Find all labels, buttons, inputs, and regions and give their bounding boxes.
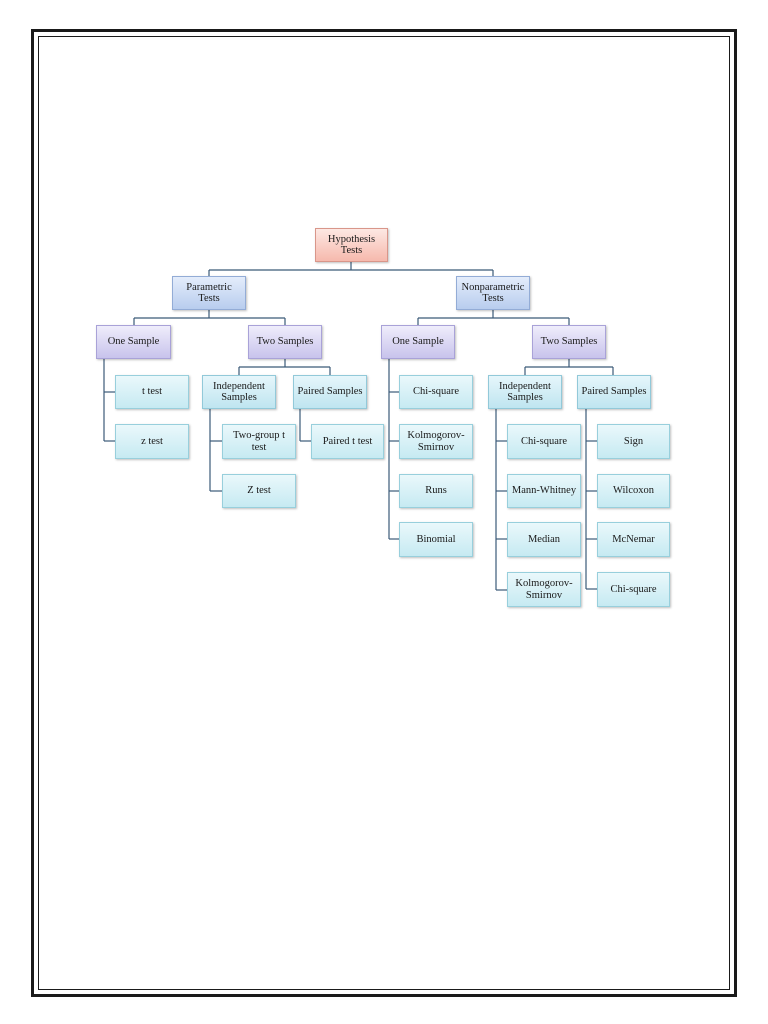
node-label: One Sample [392,336,444,348]
node-label: Kolmogorov-Smirnov [407,430,465,453]
node-nonparam-paired-samples: Paired Samples [577,375,651,409]
node-param-two-samples: Two Samples [248,325,322,359]
leaf-paired-t-test: Paired t test [311,424,384,459]
node-label: Paired Samples [297,386,363,398]
node-label: Two Samples [256,336,314,348]
node-nonparam-one-sample: One Sample [381,325,455,359]
leaf-chi-square-paired: Chi-square [597,572,670,607]
node-label: Two-group t test [232,430,286,453]
node-nonparametric-tests: Nonparametric Tests [456,276,530,310]
node-label: Kolmogorov-Smirnov [515,578,573,601]
leaf-z-test-independent: Z test [222,474,296,508]
node-nonparam-two-samples: Two Samples [532,325,606,359]
node-nonparam-independent-samples: Independent Samples [488,375,562,409]
node-label: Paired Samples [581,386,647,398]
page-border-inner [38,36,730,990]
node-param-one-sample: One Sample [96,325,171,359]
page-border [31,29,737,997]
node-label: Chi-square [610,583,657,595]
node-label: Two Samples [540,336,598,348]
node-label: t test [141,386,163,398]
leaf-kolmogorov-smirnov-independent: Kolmogorov-Smirnov [507,572,581,607]
node-label: McNemar [612,533,655,545]
node-label: Sign [623,435,644,447]
node-label: Binomial [416,533,456,545]
node-label: Chi-square [520,435,568,447]
leaf-mcnemar: McNemar [597,522,670,557]
node-parametric-tests: Parametric Tests [172,276,246,310]
leaf-t-test: t test [115,375,189,409]
node-label: Independent Samples [213,380,265,403]
node-label: Independent Samples [499,380,551,403]
node-param-independent-samples: Independent Samples [202,375,276,409]
node-label: Parametric Tests [186,281,232,304]
node-label: Chi-square [412,386,460,398]
node-label: Mann-Whitney [511,485,577,497]
leaf-runs: Runs [399,474,473,508]
node-label: Median [527,533,561,545]
node-label: One Sample [107,336,160,348]
leaf-chi-square-independent: Chi-square [507,424,581,459]
node-label: Runs [425,485,447,497]
leaf-z-test: z test [115,424,189,459]
node-label: Hypothesis Tests [327,233,376,256]
node-label: Wilcoxon [613,485,654,497]
leaf-two-group-t-test: Two-group t test [222,424,296,459]
leaf-mann-whitney: Mann-Whitney [507,474,581,508]
leaf-sign: Sign [597,424,670,459]
node-param-paired-samples: Paired Samples [293,375,367,409]
leaf-chi-square-one-sample: Chi-square [399,375,473,409]
leaf-binomial: Binomial [399,522,473,557]
node-label: Z test [247,485,271,497]
leaf-wilcoxon: Wilcoxon [597,474,670,508]
leaf-kolmogorov-smirnov-one-sample: Kolmogorov-Smirnov [399,424,473,459]
node-label: z test [141,435,163,447]
node-label: Nonparametric Tests [461,281,525,304]
node-hypothesis-tests: Hypothesis Tests [315,228,388,262]
leaf-median: Median [507,522,581,557]
node-label: Paired t test [322,435,373,447]
